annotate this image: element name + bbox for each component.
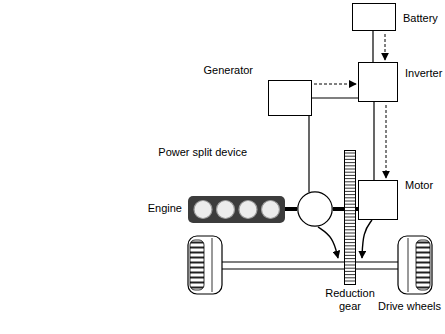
gear-tooth (345, 172, 356, 173)
gear-tooth (345, 165, 356, 166)
connector-line (372, 31, 373, 62)
left-wheel (188, 236, 222, 294)
cylinder (239, 201, 257, 219)
cylinder (262, 201, 280, 219)
connector-line (318, 227, 338, 258)
tire (398, 236, 432, 294)
gear-tooth (345, 159, 356, 160)
gear-tooth (345, 255, 356, 256)
gear-teeth (344, 150, 356, 285)
connector-line (362, 220, 372, 258)
gear-tooth (345, 207, 356, 208)
gear-tooth (345, 197, 356, 198)
circle-outline (297, 191, 333, 227)
node-label: Inverter (405, 67, 442, 80)
gear-tooth (345, 245, 356, 246)
node-label: Generator (203, 64, 253, 77)
gear-tooth (345, 258, 356, 259)
axle (222, 262, 398, 269)
gear-tooth (345, 213, 356, 214)
gear-tooth (345, 210, 356, 211)
gear-tooth (345, 233, 356, 234)
gear-tooth (345, 153, 356, 154)
gear-tooth (345, 156, 356, 157)
rim-line (212, 238, 213, 292)
gear-tooth (345, 188, 356, 189)
gear-tooth (345, 181, 356, 182)
flow-arrow (314, 84, 356, 85)
gear-tooth (345, 261, 356, 262)
gear-outline (345, 151, 356, 285)
gear-tooth (345, 249, 356, 250)
connector-line (312, 97, 358, 98)
node-label: Reduction gear (319, 287, 381, 312)
tread (416, 240, 430, 290)
gear-tooth (345, 239, 356, 240)
connector (374, 102, 386, 180)
engine-block: Engine (188, 196, 285, 223)
motor-box: Motor (358, 180, 398, 220)
engine-cylinders (188, 196, 285, 223)
gear-tooth (345, 242, 356, 243)
tread (190, 240, 204, 290)
gear-tooth (345, 226, 356, 227)
gear-tooth (345, 191, 356, 192)
connector-line (373, 102, 374, 180)
split-circle (298, 192, 332, 226)
connector (373, 31, 385, 62)
node-label: Power split device (158, 146, 247, 159)
generator-box: Generator (268, 80, 312, 116)
connector (309, 116, 310, 192)
tire (188, 236, 222, 294)
gear-tooth (345, 252, 356, 253)
gear-tooth (345, 204, 356, 205)
gear-tooth (345, 169, 356, 170)
reduction-gear: Reduction gear (344, 150, 356, 285)
gear-tooth (345, 229, 356, 230)
gear-tooth (345, 178, 356, 179)
gear-tooth (345, 236, 356, 237)
connector (285, 209, 297, 210)
battery-box: Battery (352, 3, 396, 31)
connector (318, 227, 338, 258)
gear-tooth (345, 223, 356, 224)
gear-tooth (345, 277, 356, 278)
flow-arrow (386, 105, 387, 178)
power-split-device: Power split device (297, 191, 333, 227)
connector-line (308, 116, 309, 192)
part-label: Drive wheels (378, 300, 441, 313)
gear-tooth (345, 201, 356, 202)
gear-tooth (345, 281, 356, 282)
gear-tooth (345, 265, 356, 266)
right-wheel (398, 236, 432, 294)
gear-tooth (345, 185, 356, 186)
gear-tooth (345, 271, 356, 272)
connector (312, 84, 358, 98)
node-label: Engine (148, 202, 182, 215)
gear-tooth (345, 268, 356, 269)
axle-line (222, 268, 398, 269)
gear-tooth (345, 162, 356, 163)
gear-tooth (345, 194, 356, 195)
inverter-box: Inverter (358, 62, 398, 102)
gear-tooth (345, 274, 356, 275)
cylinder (217, 201, 235, 219)
flow-arrow (385, 34, 386, 60)
gear-tooth (345, 217, 356, 218)
connector-line (285, 207, 297, 211)
rim-line (408, 238, 409, 292)
node-label: Motor (405, 179, 433, 192)
gear-tooth (345, 220, 356, 221)
cylinder (194, 201, 212, 219)
node-label: Battery (403, 12, 438, 25)
gear-tooth (345, 175, 356, 176)
axle-line (222, 261, 398, 262)
connector (362, 220, 372, 258)
